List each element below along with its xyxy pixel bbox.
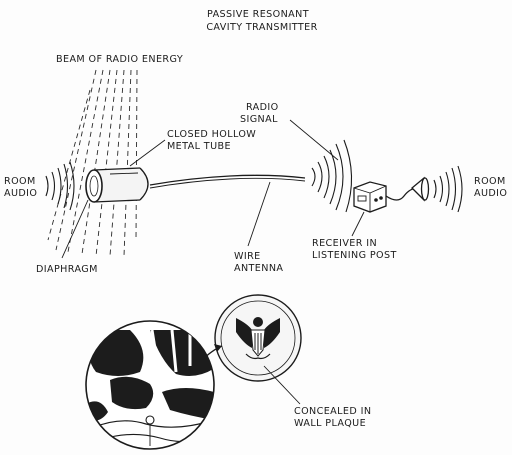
eagle-seal-icon [236,317,280,360]
tube-leader-line [129,139,166,167]
arrow-head-icon [214,344,222,352]
sound-waves-left [45,161,75,211]
room-audio-right-line-1: ROOM [474,176,506,187]
plaque-leader-line [263,365,301,405]
tube-label-line-2: METAL TUBE [167,141,231,152]
beam-label: BEAM OF RADIO ENERGY [56,54,183,65]
radio-beam [47,69,138,257]
wall-plaque [214,294,302,382]
room-audio-right-line-2: AUDIO [474,188,507,199]
room-audio-left-line-2: AUDIO [4,188,37,199]
radio-signal-line-2: SIGNAL [240,114,278,125]
tube-label-line-1: CLOSED HOLLOW [167,129,256,140]
magnified-cutaway [85,320,215,450]
title-line-2: CAVITY TRANSMITTER [206,22,317,33]
plaque-label-line-2: WALL PLAQUE [294,418,366,429]
receiver-label-line-2: LISTENING POST [312,250,397,261]
receiver-label-line-1: RECEIVER IN [312,238,377,249]
plaque-label-line-1: CONCEALED IN [294,406,371,417]
sound-waves-right [433,165,463,213]
earphone-icon [411,176,430,202]
wire-label-line-1: WIRE [234,251,261,262]
diaphragm-label: DIAPHRAGM [36,264,98,275]
wire-label-line-2: ANTENNA [234,263,283,274]
radio-signal-waves [311,139,353,213]
wire-leader-line [247,181,271,247]
diaphragm-leader-line [61,199,89,259]
metal-tube [85,167,149,203]
receiver-unit [353,181,387,213]
title-line-1: PASSIVE RESONANT [207,9,309,20]
receiver-leader-line [351,211,365,237]
wire-antenna [149,174,306,189]
radio-signal-leader-line [289,119,339,161]
radio-signal-line-1: RADIO [246,102,279,113]
room-audio-left-line-1: ROOM [4,176,36,187]
